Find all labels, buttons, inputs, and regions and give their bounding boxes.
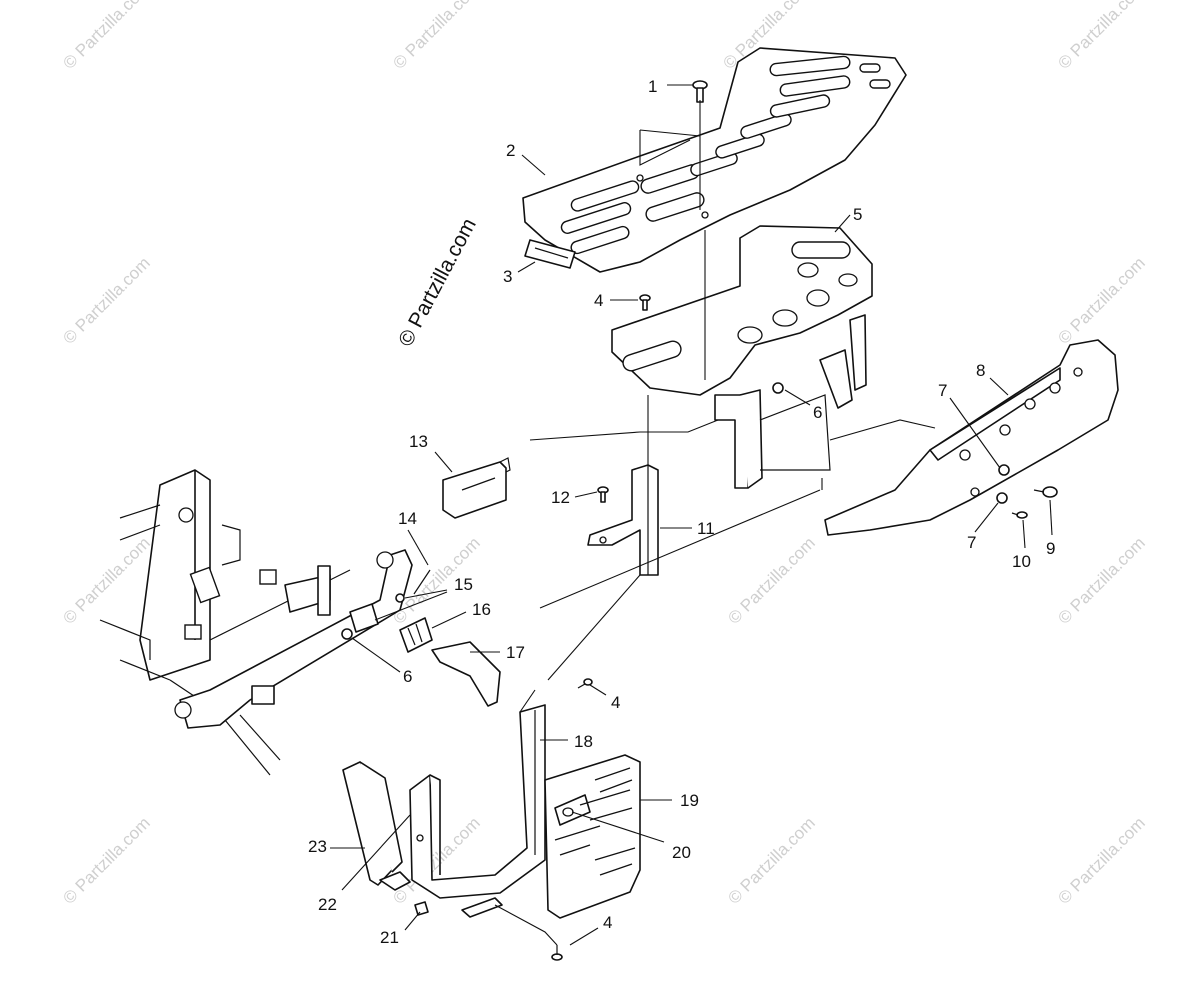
callout-5: 5 [853, 205, 862, 224]
part-washer-7a [998, 464, 1010, 476]
watermark: © Partzilla.com [1054, 533, 1148, 627]
callout-20: 20 [672, 843, 691, 862]
watermark: © Partzilla.com [724, 813, 818, 907]
callout-4-third: 4 [603, 913, 612, 932]
watermark: © Partzilla.com [59, 533, 153, 627]
part-frame [99, 469, 413, 776]
callout-1: 1 [648, 77, 657, 96]
watermark: © Partzilla.com [59, 253, 153, 347]
part-bolt-9 [1033, 486, 1058, 498]
callout-leaders [330, 84, 1053, 946]
callout-19: 19 [680, 791, 699, 810]
part-washer-15a [395, 593, 405, 603]
part-bolt-14 [413, 569, 431, 595]
watermark: © Partzilla.com [389, 0, 483, 73]
callout-11: 11 [697, 519, 715, 538]
callout-15: 15 [454, 575, 473, 594]
part-washer-7b [996, 492, 1008, 504]
part-clip-22 [379, 871, 411, 891]
part-rack-support [611, 225, 873, 489]
watermark: © Partzilla.com [1054, 253, 1148, 347]
part-bolt-1 [692, 80, 708, 103]
part-nut-21 [414, 901, 429, 916]
part-mudflap-bracket-18 [409, 704, 546, 899]
callout-3: 3 [503, 267, 512, 286]
callout-13: 13 [409, 432, 428, 451]
callout-22: 22 [318, 895, 337, 914]
part-screw-4c [551, 945, 563, 961]
part-plate-lower [461, 897, 503, 918]
watermark: © Partzilla.com [724, 533, 818, 627]
mudflap-texture [554, 767, 636, 876]
part-rear-bumper [824, 339, 1119, 536]
part-nut-6b [341, 628, 353, 640]
watermark: © Partzilla.com [1054, 813, 1148, 907]
callout-23: 23 [308, 837, 327, 856]
callout-16: 16 [472, 600, 491, 619]
callout-21: 21 [380, 928, 399, 947]
part-side-guard-23 [342, 761, 403, 886]
callout-12: 12 [551, 488, 570, 507]
watermark: © Partzilla.com [59, 0, 153, 73]
assembly-lines [494, 100, 936, 946]
part-screw-4b [577, 678, 593, 689]
part-rear-rack [522, 47, 907, 273]
callout-10: 10 [1012, 552, 1031, 571]
part-screw-12 [597, 486, 609, 503]
part-tail-light [442, 457, 511, 519]
part-nut-6a [772, 382, 784, 394]
callout-17: 17 [506, 643, 525, 662]
watermark: © Partzilla.com [1054, 0, 1148, 73]
callout-4: 4 [594, 291, 603, 310]
callout-18: 18 [574, 732, 593, 751]
part-reflector [524, 239, 576, 269]
part-mudflap-19 [544, 754, 641, 919]
part-light-bracket [587, 464, 659, 576]
part-screw-10 [1011, 511, 1028, 519]
callout-7-second: 7 [967, 533, 976, 552]
callout-6: 6 [813, 403, 822, 422]
callout-6-second: 6 [403, 667, 412, 686]
part-bracket-17 [431, 641, 501, 707]
callout-9: 9 [1046, 539, 1055, 558]
callout-7: 7 [938, 381, 947, 400]
part-spacer [349, 603, 379, 633]
part-grommet-16 [399, 617, 433, 653]
copyright-label: © Partzilla.com [394, 215, 481, 351]
callouts: 1 2 3 4 5 6 7 8 9 10 11 12 13 14 15 16 6… [308, 77, 1055, 947]
callout-14: 14 [398, 509, 417, 528]
callout-8: 8 [976, 361, 985, 380]
callout-4-second: 4 [611, 693, 620, 712]
callout-2: 2 [506, 141, 515, 160]
watermark: © Partzilla.com [59, 813, 153, 907]
part-screw-4a [639, 294, 651, 311]
